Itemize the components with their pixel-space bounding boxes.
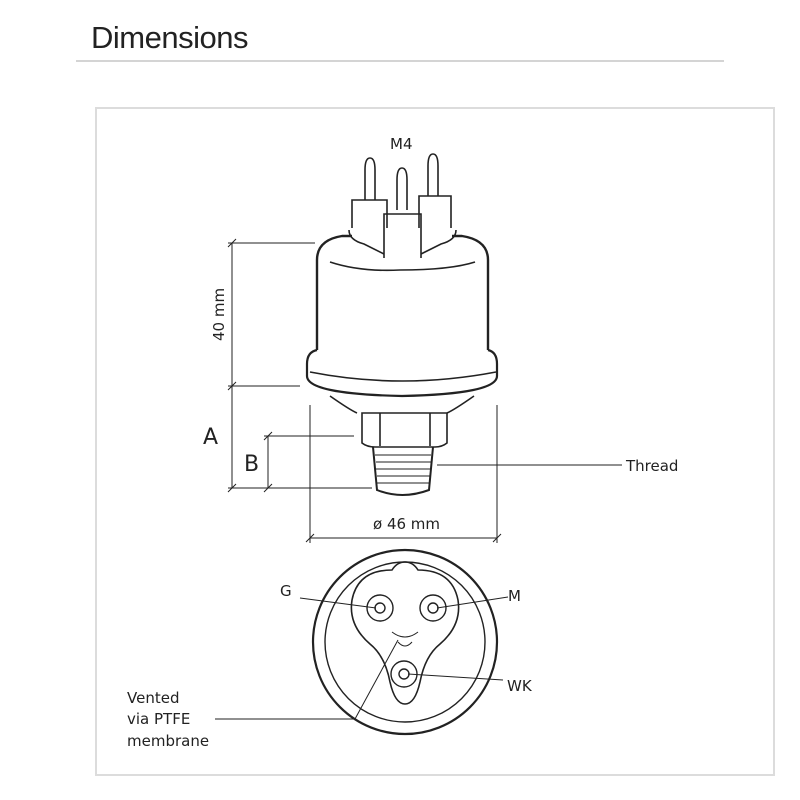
- terminal-wk: [390, 660, 418, 688]
- terminal-pins: [348, 153, 457, 258]
- flange: [305, 348, 499, 398]
- dimension-b-label: B: [244, 452, 259, 477]
- title-divider: [76, 60, 724, 62]
- sensor-top-view: [215, 548, 509, 736]
- dimension-lines: [227, 238, 622, 543]
- terminal-m: [419, 594, 447, 622]
- page-title: Dimensions: [91, 20, 248, 55]
- vent-label-line2: via PTFE: [127, 710, 190, 728]
- sensor-side-view: [305, 153, 499, 496]
- dimension-a-label: A: [203, 425, 218, 450]
- housing: [315, 234, 490, 350]
- vent-label-line3: membrane: [127, 732, 209, 750]
- terminal-m-label: M: [508, 587, 521, 605]
- drawing-frame: [95, 107, 775, 776]
- diameter-label: ø 46 mm: [373, 515, 440, 533]
- thread-label: Thread: [625, 457, 678, 475]
- terminal-wk-label: WK: [507, 677, 533, 695]
- thread-stem: [372, 446, 434, 496]
- height-dimension-label: 40 mm: [210, 288, 228, 341]
- terminal-g: [366, 594, 394, 622]
- terminal-g-label: G: [280, 582, 292, 600]
- hex-nut: [361, 412, 448, 448]
- vent-label-line1: Vented: [127, 689, 179, 707]
- terminal-thread-label: M4: [390, 135, 413, 153]
